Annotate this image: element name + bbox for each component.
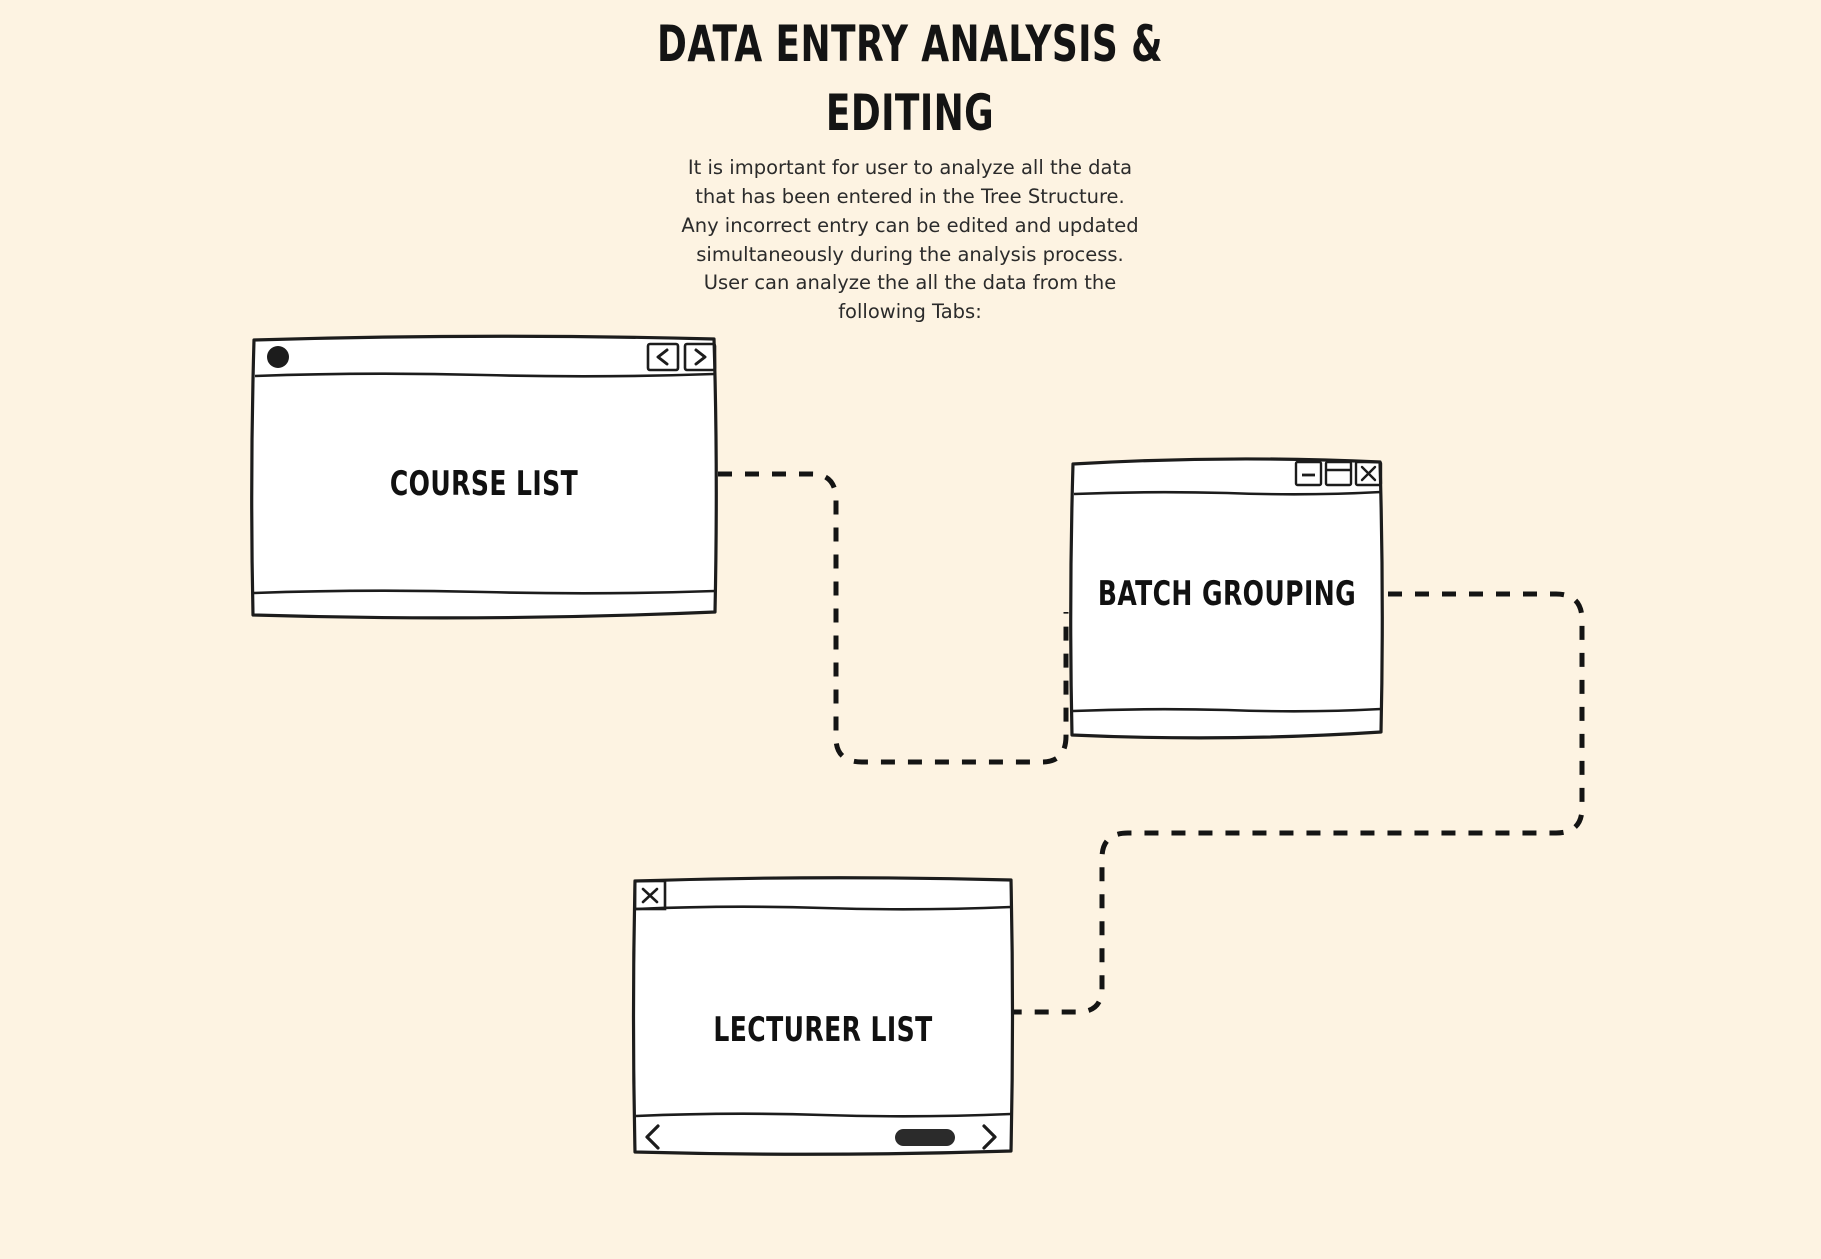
footer-divider	[253, 589, 716, 595]
scrollbar-divider	[635, 1112, 1012, 1118]
scroll-thumb	[895, 1129, 955, 1146]
page-description: It is important for user to analyze all …	[681, 156, 1139, 324]
page-title: DATA ENTRY ANALYSIS & EDITING	[657, 15, 1163, 142]
titlebar-divider	[1073, 490, 1382, 496]
close-icon	[1354, 460, 1383, 487]
window-dot-icon	[267, 346, 289, 368]
window-frame	[631, 876, 1015, 1156]
window-label-lecturer-list: LECTURER LIST	[713, 1010, 933, 1050]
window-label-course-list: COURSE LIST	[389, 464, 579, 504]
minimize-icon	[1294, 460, 1323, 487]
window-lecturer-list[interactable]: LECTURER LIST	[630, 872, 1016, 1159]
maximize-icon	[1324, 460, 1353, 487]
header: DATA ENTRY ANALYSIS & EDITING It is impo…	[560, 10, 1260, 327]
window-frame	[1069, 457, 1384, 740]
connector-course-to-batch	[718, 471, 1069, 765]
window-label-batch-grouping: BATCH GROUPING	[1097, 574, 1357, 614]
titlebar-divider	[635, 905, 1012, 911]
back-chevron-icon	[646, 342, 680, 372]
window-course-list[interactable]: COURSE LIST	[248, 330, 720, 624]
footer-divider	[1072, 707, 1382, 713]
scroll-left-icon	[645, 1124, 660, 1150]
window-frame	[250, 334, 718, 620]
titlebar-divider	[254, 372, 715, 378]
forward-chevron-icon	[683, 342, 717, 372]
close-tab-icon	[633, 879, 667, 911]
window-batch-grouping[interactable]: BATCH GROUPING	[1068, 452, 1386, 743]
scroll-right-icon	[982, 1124, 997, 1150]
